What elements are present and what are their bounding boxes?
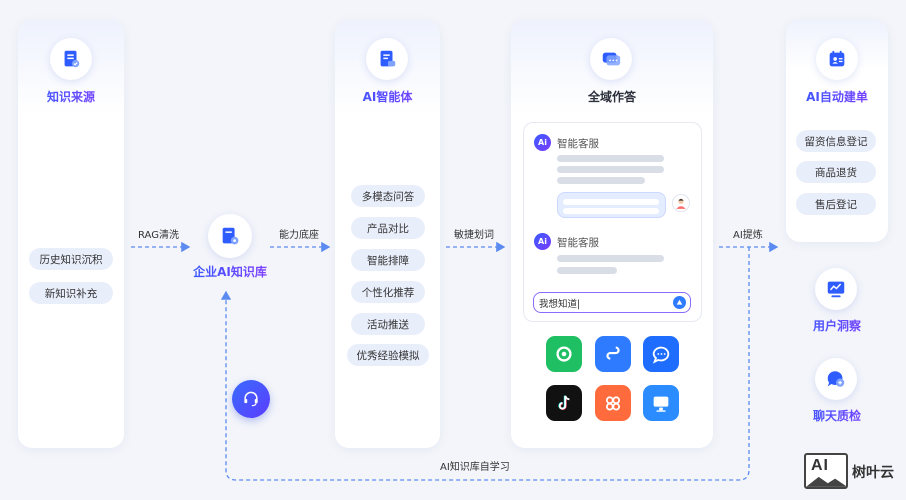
monitor-app-icon[interactable] (643, 385, 679, 421)
tiktok-app-icon[interactable] (546, 385, 582, 421)
rag-label: RAG清洗 (138, 230, 179, 241)
agent-item-troubleshoot: 智能排障 (351, 249, 425, 271)
insight-title: 用户洞察 (786, 317, 888, 334)
omni-title: 全域作答 (587, 90, 636, 104)
agent-title: AI智能体 (335, 88, 440, 105)
chat-settings-icon (815, 358, 857, 400)
auto-title: AI自动建单 (786, 88, 888, 105)
message-line (557, 166, 664, 173)
agent-item-experience: 优秀经验模拟 (347, 344, 429, 366)
green-swirl-app-icon[interactable] (546, 336, 582, 372)
document-chat-icon (366, 38, 408, 80)
headset-icon[interactable] (232, 380, 270, 418)
self-learn-label: AI知识库自学习 (440, 462, 510, 473)
message-line (563, 208, 659, 214)
chat-app-icon[interactable] (643, 336, 679, 372)
keyword-label: 敏捷划词 (454, 230, 494, 241)
document-gear-icon (208, 214, 252, 258)
chat-input-text: 我想知道| (539, 299, 581, 310)
arrow-self-learn (220, 247, 750, 481)
document-check-icon (50, 38, 92, 80)
sources-card (18, 20, 124, 448)
message-line (557, 177, 645, 184)
bot-avatar-2: Ai (534, 233, 551, 250)
chat-input[interactable]: 我想知道| (533, 292, 691, 313)
brand-logo: AI (804, 453, 848, 489)
auto-item-aftersale: 售后登记 (796, 193, 876, 215)
user-message (557, 192, 666, 218)
agent-item-recommend: 个性化推荐 (351, 281, 425, 303)
chat-bubbles-icon (590, 38, 632, 80)
user-avatar (672, 194, 690, 212)
auto-item-return: 商品退货 (796, 161, 876, 183)
monitor-chart-icon (815, 268, 857, 310)
people-app-icon[interactable] (595, 385, 631, 421)
base-label: 能力底座 (279, 230, 319, 241)
bot-name-1: 智能客服 (557, 138, 599, 150)
extract-label: AI提炼 (733, 230, 763, 241)
agent-item-push: 活动推送 (351, 313, 425, 335)
calendar-person-icon (816, 38, 858, 80)
qc-title: 聊天质检 (786, 407, 888, 424)
brand-name: 树叶云 (852, 465, 894, 481)
agent-item-compare: 产品对比 (351, 217, 425, 239)
message-line (557, 255, 664, 262)
link-app-icon[interactable] (595, 336, 631, 372)
agent-item-multimodal: 多模态问答 (351, 185, 425, 207)
sources-title: 知识来源 (18, 88, 124, 105)
auto-item-lead: 留资信息登记 (796, 130, 876, 152)
knowledge-base-title: 企业AI知识库 (180, 263, 280, 280)
source-item-new: 新知识补充 (29, 282, 113, 304)
source-item-history: 历史知识沉积 (29, 248, 113, 270)
bot-avatar-1: Ai (534, 134, 551, 151)
message-line (563, 199, 659, 205)
send-icon[interactable] (673, 296, 686, 309)
bot-name-2: 智能客服 (557, 237, 599, 249)
message-line (557, 155, 664, 162)
message-line (557, 267, 617, 274)
